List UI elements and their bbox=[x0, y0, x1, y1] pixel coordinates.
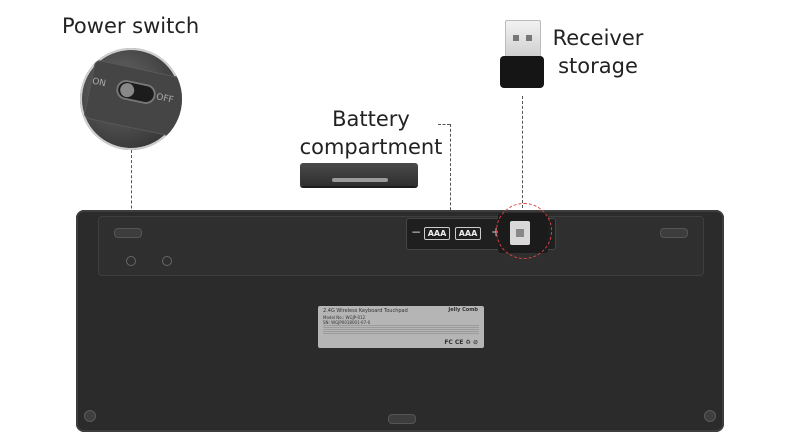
usb-contact bbox=[526, 35, 532, 41]
foot-pad-left bbox=[114, 228, 142, 238]
sticker-model: Model No.: WGJP-012 bbox=[323, 315, 366, 320]
usb-plug bbox=[505, 20, 541, 58]
switch-knob bbox=[118, 81, 136, 99]
sticker-certifications: FC CE ♻ ⊘ bbox=[444, 339, 478, 346]
battery-leader-h bbox=[438, 124, 450, 125]
sticker-brand: Jelly Comb bbox=[448, 307, 478, 313]
keyboard-underside: − AAA AAA + 2.4G Wireless Keyboard Touch… bbox=[76, 210, 724, 432]
sticker-fine-print bbox=[323, 325, 479, 335]
battery-cover bbox=[300, 163, 418, 186]
battery-compartment-label: Battery compartment bbox=[296, 105, 446, 161]
usb-receiver-body bbox=[500, 56, 544, 88]
switch-hole bbox=[126, 256, 136, 266]
receiver-storage-label: Receiver storage bbox=[548, 24, 648, 80]
power-switch-zoom: ON OFF bbox=[80, 48, 182, 150]
battery-cell-1: AAA bbox=[424, 227, 450, 240]
screw-bottom-right bbox=[704, 410, 716, 422]
foot-pad-right bbox=[660, 228, 688, 238]
sticker-product: 2.4G Wireless Keyboard Touchpad bbox=[323, 308, 408, 314]
foot-pad-bottom bbox=[388, 414, 416, 424]
battery-leader-v bbox=[450, 124, 451, 220]
battery-minus-sign: − bbox=[411, 225, 422, 239]
receiver-label-line1: Receiver bbox=[552, 26, 644, 50]
battery-label-line1: Battery bbox=[332, 107, 410, 131]
receiver-highlight-circle bbox=[496, 203, 552, 259]
receiver-label-line2: storage bbox=[558, 54, 638, 78]
battery-label-line2: compartment bbox=[299, 135, 443, 159]
power-switch-label: Power switch bbox=[62, 14, 200, 38]
product-label-sticker: 2.4G Wireless Keyboard Touchpad Jelly Co… bbox=[318, 306, 484, 348]
keyboard-top-band bbox=[98, 216, 704, 276]
usb-receiver bbox=[500, 20, 544, 92]
power-leader-line bbox=[131, 150, 132, 264]
screw-bottom-left bbox=[84, 410, 96, 422]
battery-cover-grip bbox=[332, 178, 388, 182]
sticker-sn: SN: WGJP0018001-07-0 bbox=[323, 320, 371, 325]
battery-cell-2: AAA bbox=[455, 227, 481, 240]
usb-contact bbox=[513, 35, 519, 41]
indicator-hole bbox=[162, 256, 172, 266]
receiver-leader-line bbox=[522, 96, 523, 208]
